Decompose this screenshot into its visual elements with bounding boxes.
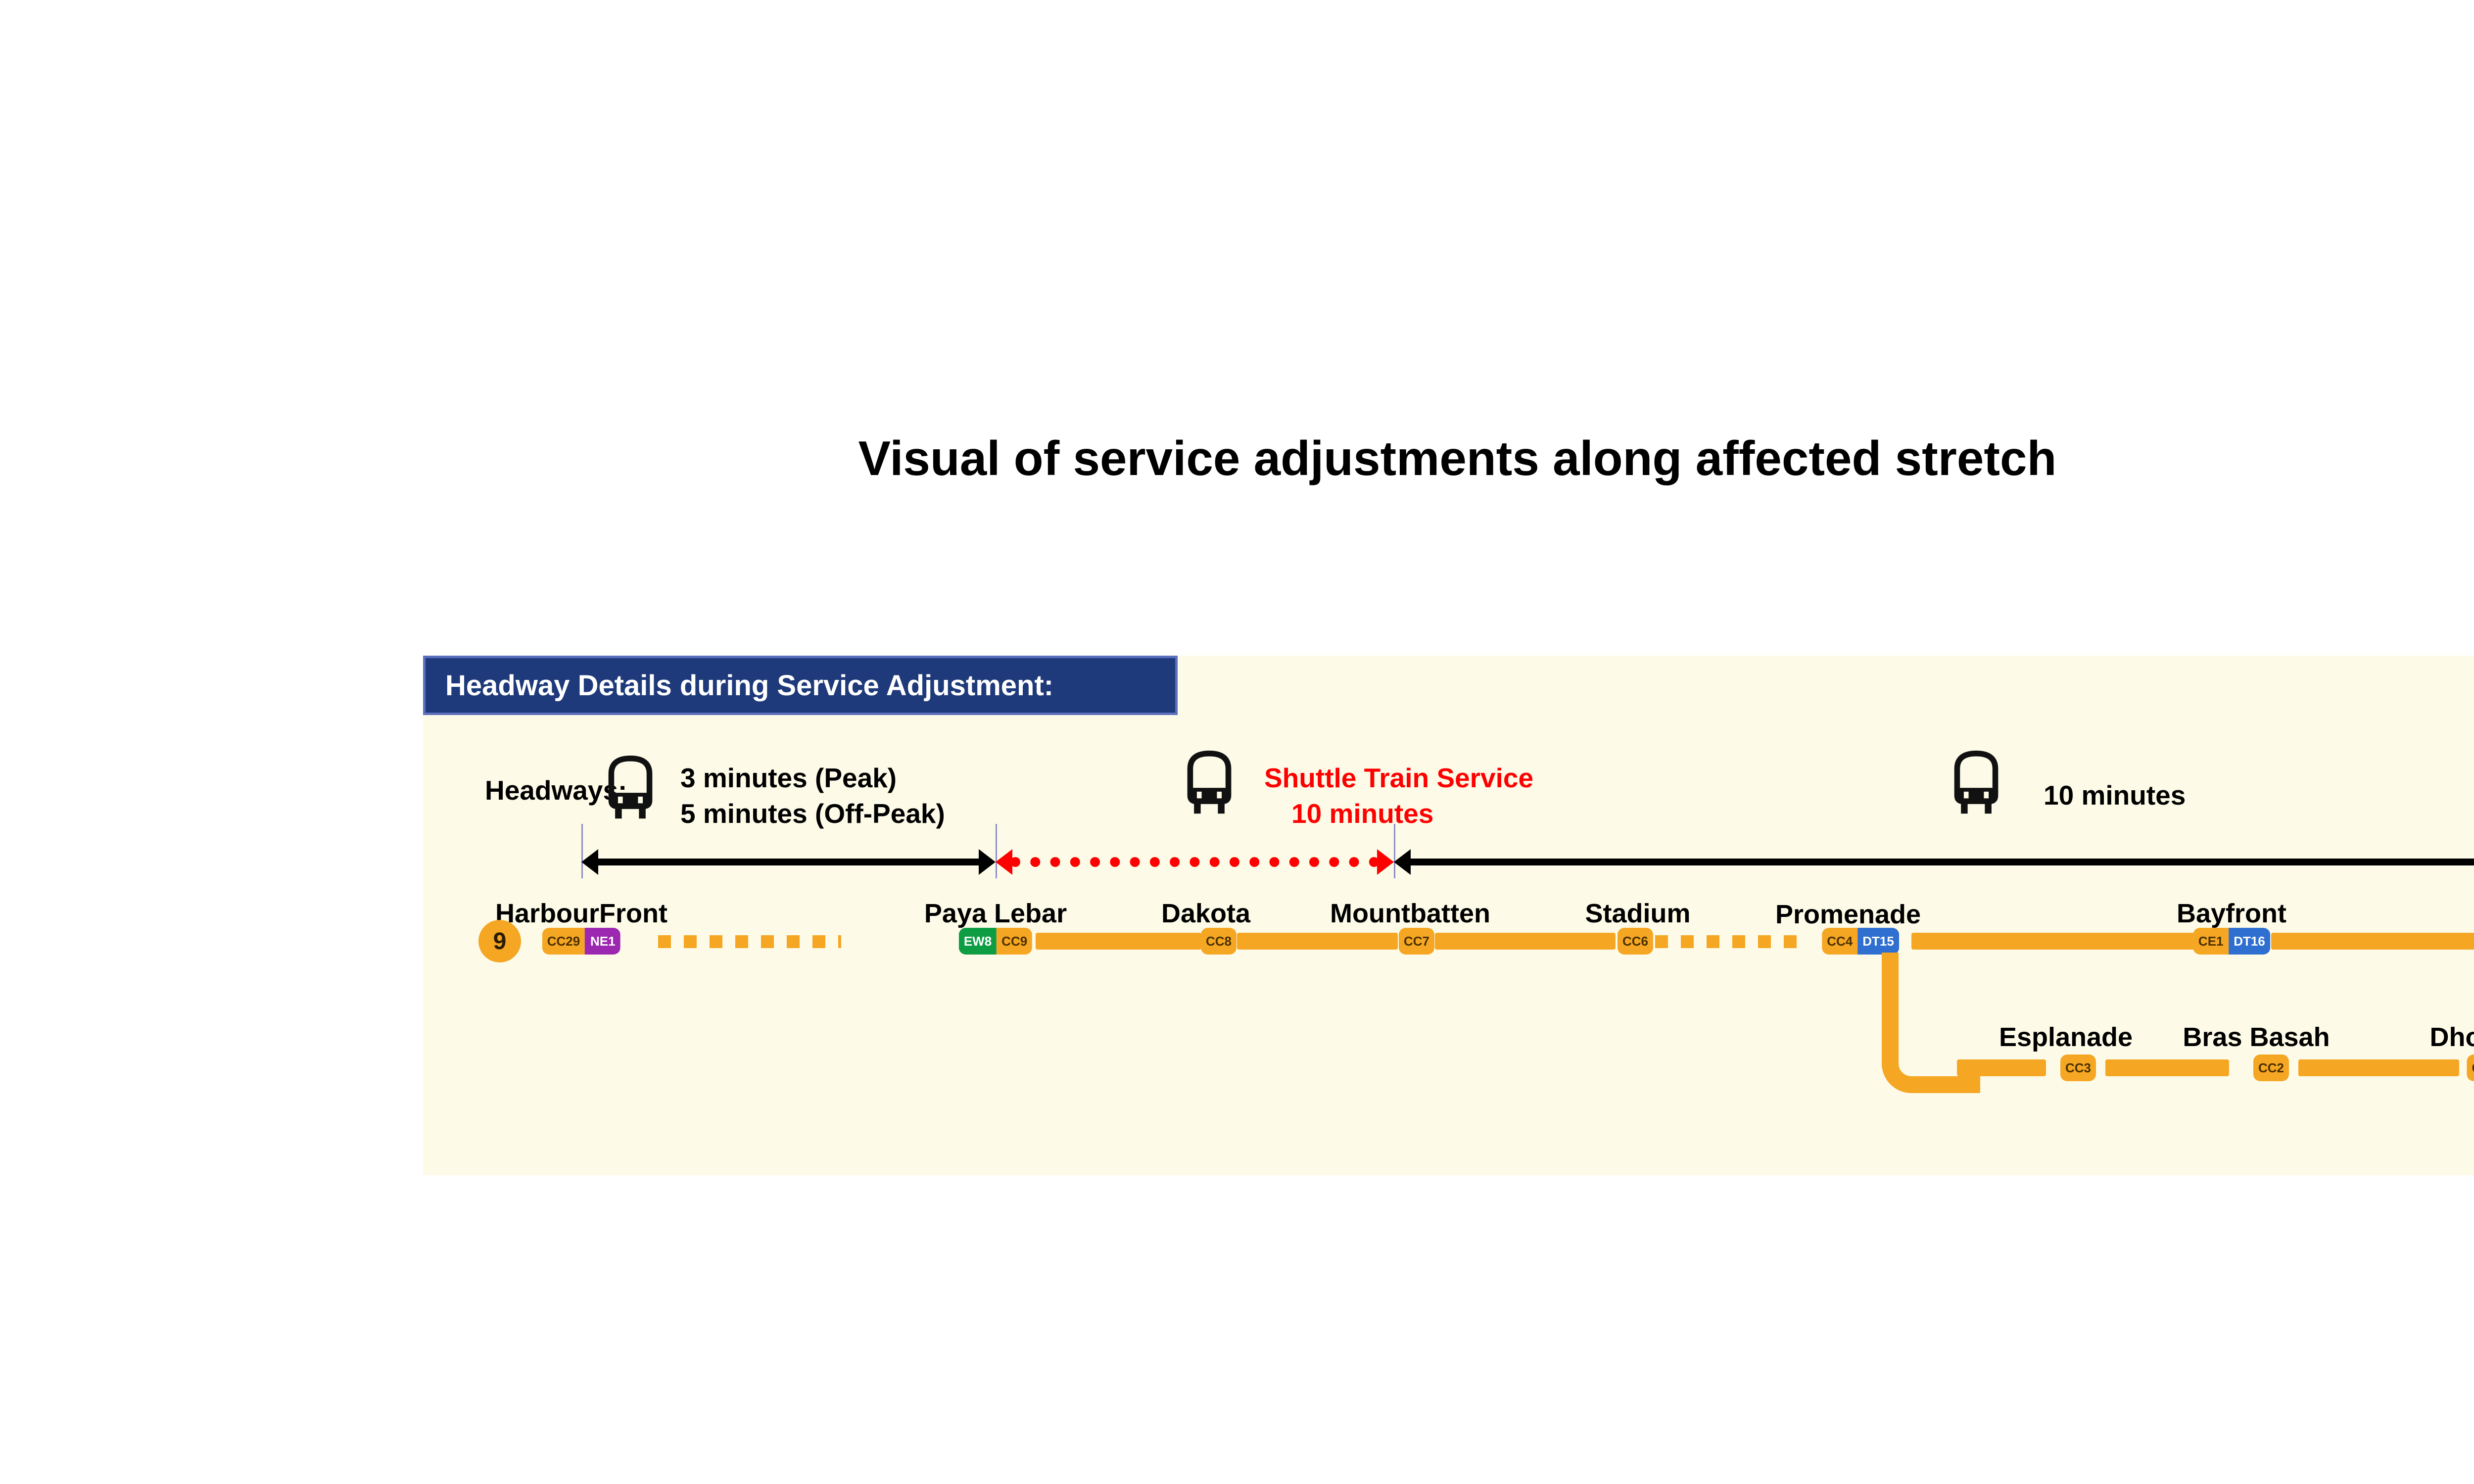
- station-label-harbourfront: HarbourFront: [495, 899, 667, 928]
- line-code-dt15: DT15: [1857, 928, 1899, 955]
- station-badges-payalebar[interactable]: EW8 CC9: [958, 928, 1033, 955]
- station-badges-brasbasah[interactable]: CC2: [2253, 1054, 2289, 1081]
- rail-payalebar-dakota: [1036, 933, 1201, 950]
- legend-shuttle-title: Shuttle Train Service: [1264, 763, 1534, 793]
- legend-right-segment-headway: 10 minutes: [2044, 780, 2186, 811]
- rail-dakota-mountbatten: [1237, 933, 1398, 950]
- line-code-cc2: CC2: [2253, 1054, 2289, 1081]
- arrow-head-right-red: [1377, 849, 1394, 875]
- train-front-icon-shuttle: [1180, 750, 1238, 816]
- station-badges-esplanade[interactable]: CC3: [2060, 1054, 2096, 1081]
- arrow-shaft: [1408, 859, 2474, 865]
- station-label-dakota: Dakota: [1161, 899, 1251, 928]
- line-code-cc3: CC3: [2060, 1054, 2096, 1081]
- line-code-cc6: CC6: [1617, 928, 1654, 955]
- headway-diagram-panel: Headway Details during Service Adjustmen…: [423, 656, 2474, 1175]
- headways-label: Headways:: [485, 775, 627, 806]
- station-badges-mountbatten[interactable]: CC7: [1398, 928, 1435, 955]
- station-label-mountbatten: Mountbatten: [1330, 899, 1490, 928]
- station-label-dhobyghaut: Dhoby Ghaut: [2429, 1022, 2474, 1052]
- legend-shuttle-minutes: 10 minutes: [1291, 798, 1434, 829]
- line-code-dt16: DT16: [2229, 928, 2270, 955]
- rail-esplanade-brasbasah: [2105, 1059, 2229, 1076]
- legend-row: Headways: 3 minutes (Peak) 5 minutes (Of…: [423, 656, 2474, 1175]
- station-label-brasbasah: Bras Basah: [2183, 1022, 2330, 1052]
- arrow-payalebar-mountbatten-shuttle: [996, 849, 1394, 875]
- branch-connector: [1882, 953, 1980, 1093]
- arrow-mountbatten-marinabay: [1394, 849, 2474, 875]
- station-badges-dhobyghaut[interactable]: CC1 NE6 NS24: [2467, 1054, 2474, 1081]
- rail-bayfront-marinabay: [2271, 933, 2474, 950]
- station-label-payalebar: Paya Lebar: [924, 899, 1067, 928]
- legend-offpeak-headway: 5 minutes (Off-Peak): [680, 798, 945, 829]
- station-label-promenade: Promenade: [1775, 900, 1921, 929]
- headway-banner: Headway Details during Service Adjustmen…: [423, 656, 1178, 715]
- rail-brasbasah-dhobyghaut: [2298, 1059, 2459, 1076]
- station-badges-dakota[interactable]: CC8: [1200, 928, 1237, 955]
- line-code-cc8: CC8: [1200, 928, 1237, 955]
- endpoint-circle-left: 9: [478, 920, 521, 962]
- station-badges-stadium[interactable]: CC6: [1617, 928, 1654, 955]
- arrow-head-right: [979, 849, 996, 875]
- legend-peak-headway: 3 minutes (Peak): [680, 763, 897, 793]
- arrow-shaft: [595, 859, 982, 865]
- train-front-icon-right: [1947, 750, 2005, 816]
- arrow-head-left-red: [996, 849, 1012, 875]
- arrow-shaft-dotted-red: [1010, 857, 1379, 867]
- train-front-icon: [601, 755, 660, 821]
- line-code-ew8: EW8: [958, 928, 997, 955]
- station-label-stadium: Stadium: [1585, 899, 1691, 928]
- headway-banner-title: Headway Details during Service Adjustmen…: [445, 669, 1054, 702]
- line-code-ce1: CE1: [2193, 928, 2229, 955]
- rail-promenade-bayfront: [1911, 933, 2198, 950]
- station-badges-promenade[interactable]: CC4 DT15: [1822, 928, 1899, 955]
- rail-dotted-stadium-promenade: [1655, 935, 1808, 948]
- rail-mountbatten-stadium: [1435, 933, 1616, 950]
- rail-branch-start: [1957, 1059, 2046, 1076]
- station-badges-harbourfront[interactable]: CC29 NE1: [542, 928, 621, 955]
- station-badges-bayfront[interactable]: CE1 DT16: [2193, 928, 2270, 955]
- line-code-cc29: CC29: [542, 928, 585, 955]
- line-code-cc1: CC1: [2467, 1054, 2474, 1081]
- line-code-cc9: CC9: [997, 928, 1033, 955]
- page-title: Visual of service adjustments along affe…: [858, 431, 2057, 485]
- arrow-harbourfront-payalebar: [581, 849, 996, 875]
- station-label-esplanade: Esplanade: [1998, 1022, 2133, 1052]
- line-code-ne1: NE1: [585, 928, 621, 955]
- rail-dotted-harbourfront-payalebar: [658, 935, 841, 948]
- line-code-cc4: CC4: [1822, 928, 1858, 955]
- station-label-bayfront: Bayfront: [2176, 899, 2287, 928]
- line-code-cc7: CC7: [1398, 928, 1435, 955]
